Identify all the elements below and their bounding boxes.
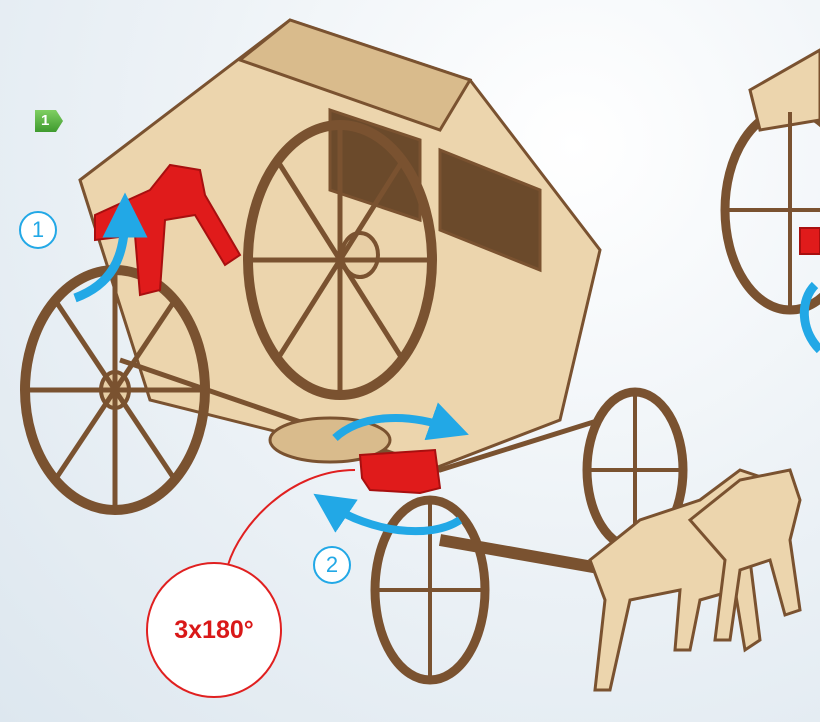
rotation-badge: 3x180° <box>146 562 282 698</box>
red-part-lower <box>360 450 440 493</box>
callout-2-marker: 2 <box>313 546 351 584</box>
next-step-model-preview <box>725 50 820 310</box>
callout-1-marker: 1 <box>19 211 57 249</box>
rotation-text: 3x180° <box>174 616 254 645</box>
rear-left-wheel <box>25 270 205 510</box>
curved-arrow-preview <box>804 285 820 350</box>
front-shaft <box>440 540 610 570</box>
horse-team <box>590 470 800 690</box>
red-part-preview <box>800 228 820 254</box>
rear-right-wheel <box>248 125 432 395</box>
